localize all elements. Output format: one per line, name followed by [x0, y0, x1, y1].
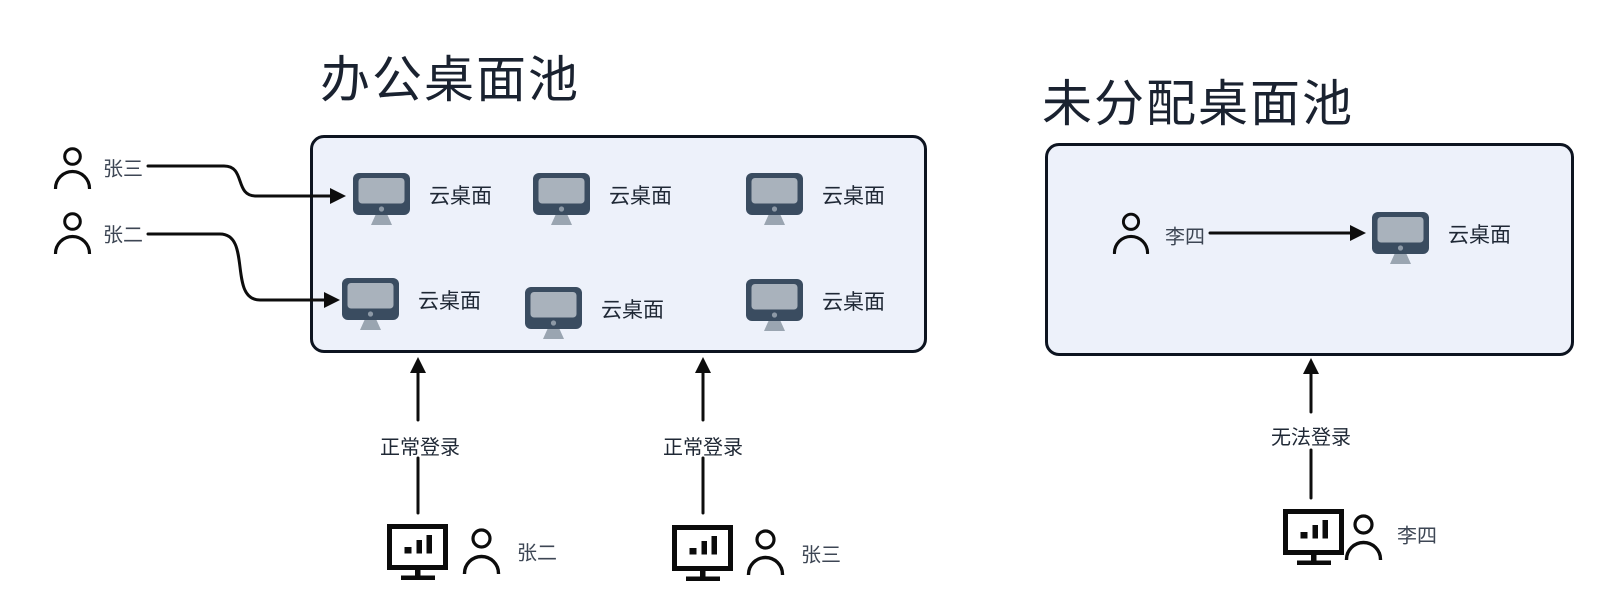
person-icon	[1112, 212, 1150, 254]
terminal-icon	[672, 525, 733, 581]
arrowhead-login-zhanger	[410, 357, 426, 373]
cloud-desktop-label: 云桌面	[429, 185, 492, 208]
login-status-label: 正常登录	[663, 437, 743, 459]
assign-line-zhanger	[146, 232, 326, 302]
monitor-icon	[342, 278, 399, 330]
client-name-label: 李四	[1397, 525, 1437, 548]
person-icon	[53, 212, 92, 254]
user-name-label: 张二	[103, 224, 143, 247]
user-name-label: 李四	[1165, 226, 1205, 249]
cloud-desktop-label: 云桌面	[418, 290, 481, 313]
monitor-icon	[746, 279, 803, 331]
unassigned-pool-box	[1045, 143, 1574, 356]
monitor-icon	[525, 287, 582, 339]
monitor-icon	[353, 173, 410, 225]
person-icon	[746, 529, 785, 575]
office-pool-title: 办公桌面池	[320, 52, 580, 108]
terminal-icon	[1283, 509, 1344, 565]
unassigned-pool-title: 未分配桌面池	[1042, 76, 1354, 132]
monitor-icon	[1372, 212, 1429, 264]
cloud-desktop-label: 云桌面	[822, 185, 885, 208]
cloud-desktop-label: 云桌面	[609, 185, 672, 208]
assign-line-zhangsan	[146, 164, 332, 198]
monitor-icon	[746, 173, 803, 225]
person-icon	[1344, 514, 1383, 560]
cloud-desktop-label: 云桌面	[1448, 224, 1511, 247]
office-pool-box	[310, 135, 927, 353]
arrowhead-login-lisi	[1303, 358, 1319, 374]
terminal-icon	[387, 524, 448, 580]
arrowhead-login-zhangsan	[695, 357, 711, 373]
user-name-label: 张三	[103, 158, 143, 181]
person-icon	[462, 528, 501, 574]
person-icon	[53, 147, 92, 189]
monitor-icon	[533, 173, 590, 225]
cloud-desktop-label: 云桌面	[601, 299, 664, 322]
client-name-label: 张三	[801, 544, 841, 567]
login-status-label: 无法登录	[1271, 427, 1351, 449]
login-status-label: 正常登录	[380, 437, 460, 459]
client-name-label: 张二	[517, 542, 557, 565]
cloud-desktop-label: 云桌面	[822, 291, 885, 314]
